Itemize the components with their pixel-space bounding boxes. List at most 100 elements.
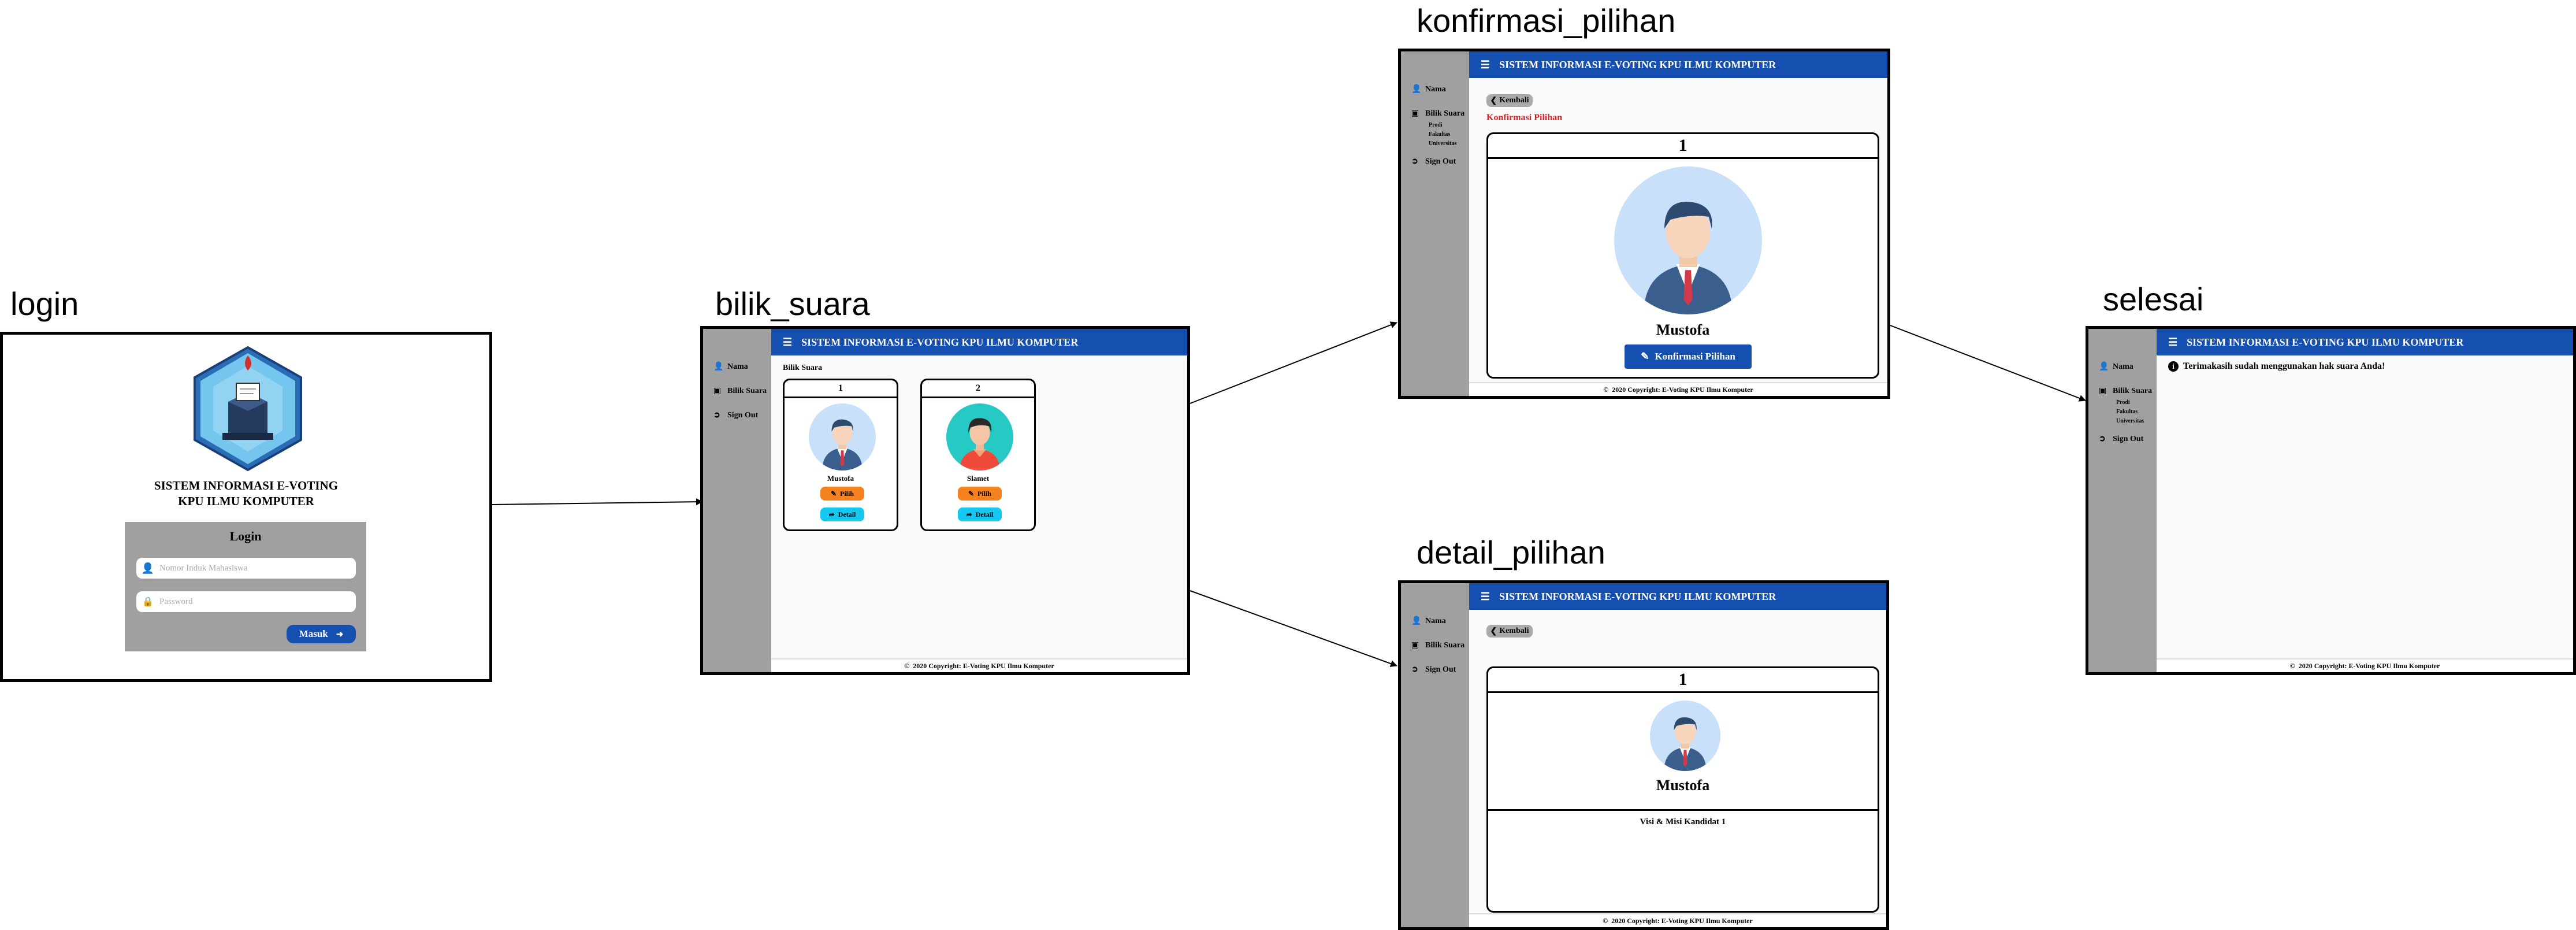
konfirmasi-pilihan-screen: 👤Nama ▣ Bilik Suara Prodi Fakultas Univer…	[1398, 49, 1890, 399]
kembali-button[interactable]: ❮Kembali	[1486, 94, 1533, 107]
arrow-bilik-to-konfirmasi	[1190, 321, 1397, 404]
sidebar-item-bilik-suara[interactable]: ▣ Bilik Suara	[1411, 109, 1464, 118]
divider	[1488, 809, 1878, 811]
hamburger-icon[interactable]: ☰	[783, 336, 793, 348]
sidebar-item-nama[interactable]: 👤Nama	[713, 362, 748, 372]
candidate-name: Slamet	[967, 474, 990, 483]
candidate-avatar	[946, 403, 1013, 470]
header-bar: ☰ SISTEM INFORMASI E-VOTING KPU ILMU KOMP…	[1469, 583, 1886, 610]
sidebar	[2088, 329, 2157, 672]
kembali-label: Kembali	[1499, 627, 1529, 635]
sidebar-subitem-universitas[interactable]: Universitas	[1429, 140, 1457, 147]
sidebar-item-label: Nama	[727, 362, 748, 371]
sidebar-item-label: Bilik Suara	[1425, 640, 1465, 650]
sidebar-subitem-fakultas[interactable]: Fakultas	[1429, 131, 1451, 138]
share-icon: ➦	[966, 510, 972, 518]
detail-button[interactable]: ➦Detail	[820, 507, 864, 521]
sidebar-item-label: Sign Out	[727, 410, 759, 420]
hamburger-icon[interactable]: ☰	[2168, 336, 2178, 348]
copyright-icon: ©	[2289, 661, 2295, 670]
sidebar-item-label: Nama	[2113, 362, 2133, 371]
header-bar: ☰SISTEM INFORMASI E-VOTING KPU ILMU KOMP…	[2157, 329, 2573, 355]
candidate-avatar	[1614, 166, 1762, 314]
footer-text: 2020 Copyright: E-Voting KPU Ilmu Komput…	[1612, 385, 1753, 394]
sidebar-item-bilik-suara[interactable]: ▣ Bilik Suara	[713, 386, 767, 396]
password-input[interactable]: 🔒 Password	[136, 591, 356, 612]
footer: ©2020 Copyright: E-Voting KPU Ilmu Kompu…	[2157, 658, 2573, 672]
ballot-box-icon: ▣	[713, 387, 722, 395]
hamburger-icon[interactable]: ☰	[1481, 58, 1490, 71]
arrow-konfirmasi-to-selesai	[1890, 325, 2086, 402]
detail-label: Detail	[975, 510, 994, 518]
nim-input[interactable]: 👤 Nomor Induk Mahasiswa	[136, 558, 356, 579]
sidebar-subitem-universitas[interactable]: Universitas	[2116, 418, 2144, 424]
footer: ©2020 Copyright: E-Voting KPU Ilmu Kompu…	[1469, 913, 1886, 927]
footer: ©2020 Copyright: E-Voting KPU Ilmu Kompu…	[1469, 382, 1887, 396]
candidate-card: 1 Mustofa ✎Pilih ➦Detail	[783, 379, 898, 531]
ballot-box-icon: ▣	[1411, 109, 1419, 118]
masuk-label: Masuk	[299, 628, 328, 639]
sidebar-item-sign-out[interactable]: ➲Sign Out	[1411, 665, 1456, 675]
sidebar-item-bilik-suara[interactable]: ▣Bilik Suara	[2099, 386, 2152, 396]
sidebar-item-sign-out[interactable]: ➲Sign Out	[1411, 157, 1456, 166]
candidate-detail-card: 1 Mustofa Visi & Misi Kandidat 1	[1486, 666, 1879, 913]
pilih-label: Pilih	[840, 489, 854, 498]
login-form-title: Login	[229, 529, 262, 543]
konfirmasi-pilihan-button[interactable]: ✎ Konfirmasi Pilihan	[1625, 344, 1752, 369]
user-icon: 👤	[1411, 617, 1422, 625]
copyright-icon: ©	[904, 661, 910, 670]
sidebar-item-nama[interactable]: 👤 Nama	[2099, 362, 2133, 372]
sidebar-item-nama[interactable]: 👤Nama	[1411, 84, 1446, 94]
user-icon: 👤	[1411, 85, 1422, 94]
back-arrow-icon: ❮	[1490, 96, 1497, 105]
ballot-box-icon: ▣	[1411, 641, 1419, 650]
sidebar-subitem-fakultas[interactable]: Fakultas	[2116, 409, 2138, 415]
candidate-number: 1	[1488, 668, 1878, 693]
candidate-avatar	[809, 403, 876, 470]
sidebar-item-label: Bilik Suara	[1425, 109, 1465, 118]
sign-out-icon: ➲	[713, 411, 720, 420]
thank-you-message: i Terimakasih sudah menggunakan hak suar…	[2168, 361, 2385, 372]
user-icon: 👤	[713, 362, 724, 371]
arrow-login-to-bilik	[492, 498, 703, 506]
candidate-card: 1 Mustofa ✎Konfirmasi Pilihan	[1486, 132, 1879, 379]
screen-label-selesai: selesai	[2103, 281, 2204, 317]
sidebar-item-nama[interactable]: 👤Nama	[1411, 616, 1446, 626]
pencil-icon: ✎	[1641, 351, 1649, 362]
masuk-button[interactable]: Masuk ➜	[287, 625, 356, 643]
login-app-title: SISTEM INFORMASI E-VOTING KPU ILMU KOMPU…	[154, 479, 339, 508]
kpu-logo	[194, 346, 302, 472]
konfirmasi-label: Konfirmasi Pilihan	[1655, 351, 1735, 362]
sidebar-item-bilik-suara[interactable]: ▣ Bilik Suara	[1411, 640, 1464, 650]
login-screen: SISTEM INFORMASI E-VOTING KPU ILMU KOMPU…	[0, 332, 492, 682]
header-title: SISTEM INFORMASI E-VOTING KPU ILMU KOMPU…	[801, 336, 1079, 348]
sidebar-subitem-prodi[interactable]: Prodi	[2116, 399, 2130, 406]
footer: ©2020 Copyright: E-Voting KPU Ilmu Kompu…	[771, 658, 1187, 672]
detail-button[interactable]: ➦Detail	[958, 507, 1002, 521]
sidebar-item-sign-out[interactable]: ➲Sign Out	[2099, 434, 2143, 444]
header-title: SISTEM INFORMASI E-VOTING KPU ILMU KOMPU…	[1499, 590, 1776, 602]
sidebar-item-sign-out[interactable]: ➲ Sign Out	[713, 410, 758, 420]
candidate-number: 1	[785, 380, 897, 398]
sign-out-icon: ➲	[1411, 157, 1418, 166]
user-icon: 👤	[2099, 362, 2109, 371]
candidate-avatar	[1650, 701, 1720, 771]
sidebar	[703, 329, 771, 672]
konfirmasi-heading: Konfirmasi Pilihan	[1486, 113, 1563, 123]
sidebar-item-label: Nama	[1425, 84, 1446, 94]
nim-placeholder: Nomor Induk Mahasiswa	[159, 563, 248, 573]
header-bar: ☰ SISTEM INFORMASI E-VOTING KPU ILMU KOMP…	[771, 329, 1187, 355]
pilih-label: Pilih	[977, 489, 992, 498]
lock-icon: 🔒	[142, 597, 154, 607]
footer-text: 2020 Copyright: E-Voting KPU Ilmu Komput…	[913, 661, 1054, 670]
screen-label-konfirmasi-pilihan: konfirmasi_pilihan	[1417, 2, 1676, 39]
pilih-button[interactable]: ✎Pilih	[958, 487, 1002, 501]
sidebar-item-label: Bilik Suara	[727, 386, 767, 395]
share-icon: ➦	[828, 510, 835, 518]
sidebar-subitem-prodi[interactable]: Prodi	[1429, 122, 1443, 128]
candidate-name: Mustofa	[1656, 777, 1710, 794]
kembali-button[interactable]: ❮Kembali	[1486, 625, 1533, 638]
sidebar-item-label: Sign Out	[1425, 665, 1456, 674]
pilih-button[interactable]: ✎Pilih	[820, 487, 864, 501]
hamburger-icon[interactable]: ☰	[1481, 590, 1490, 602]
